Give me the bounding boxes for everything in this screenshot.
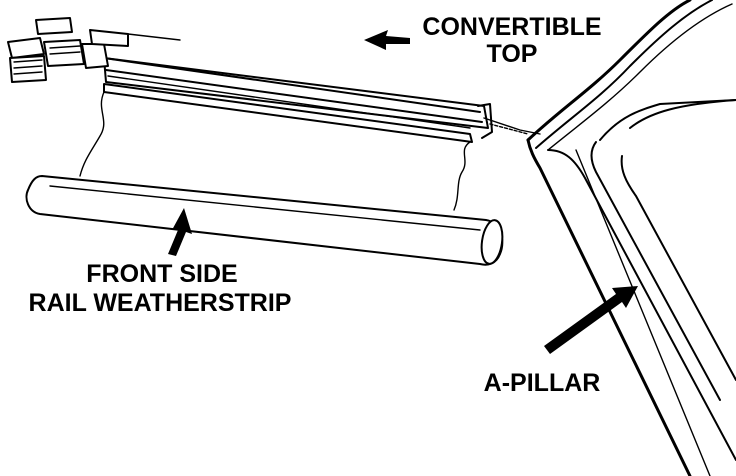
label-a-pillar: A-PILLAR <box>484 369 601 397</box>
attachment-lines <box>79 91 471 211</box>
weatherstrip-arrow <box>168 208 192 256</box>
a-pillar-frame <box>526 0 736 476</box>
label-weatherstrip-line2: RAIL WEATHERSTRIP <box>29 289 292 317</box>
label-convertible-top-line2: TOP <box>487 40 538 68</box>
label-weatherstrip-line1: FRONT SIDE <box>86 260 237 288</box>
weatherstrip-tube <box>25 175 504 266</box>
label-convertible-top-line1: CONVERTIBLE <box>422 13 601 41</box>
convertible-top-arrow <box>364 30 410 50</box>
front-latch-hardware <box>7 17 181 83</box>
a-pillar-arrow <box>544 286 638 354</box>
convertible-top-rail <box>103 57 541 143</box>
